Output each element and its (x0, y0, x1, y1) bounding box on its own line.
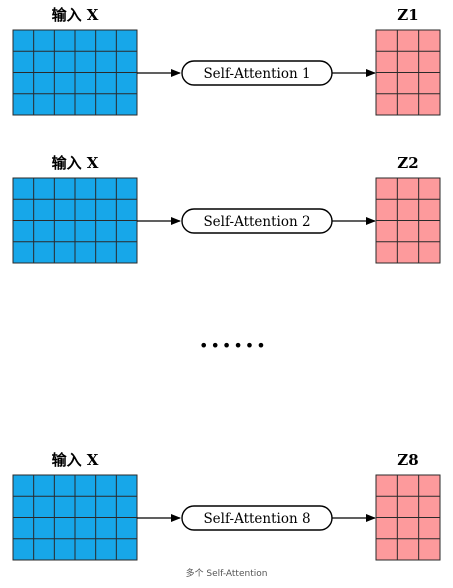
output-label: Z2 (397, 154, 418, 172)
input-label: 输入 X (52, 451, 99, 469)
output-label: Z1 (397, 6, 418, 24)
self-attention-label: Self-Attention 8 (203, 511, 310, 527)
output-matrix (375, 474, 441, 561)
output-matrix (375, 29, 441, 116)
input-matrix (12, 177, 138, 264)
self-attention-label: Self-Attention 1 (203, 66, 310, 82)
input-label: 输入 X (52, 154, 99, 172)
output-matrix (375, 177, 441, 264)
input-label: 输入 X (52, 6, 99, 24)
figure-caption: 多个 Self-Attention (185, 569, 268, 579)
ellipsis-dots: •••••• (199, 336, 268, 355)
input-matrix (12, 474, 138, 561)
output-label: Z8 (397, 451, 418, 469)
self-attention-label: Self-Attention 2 (203, 214, 310, 230)
input-matrix (12, 29, 138, 116)
